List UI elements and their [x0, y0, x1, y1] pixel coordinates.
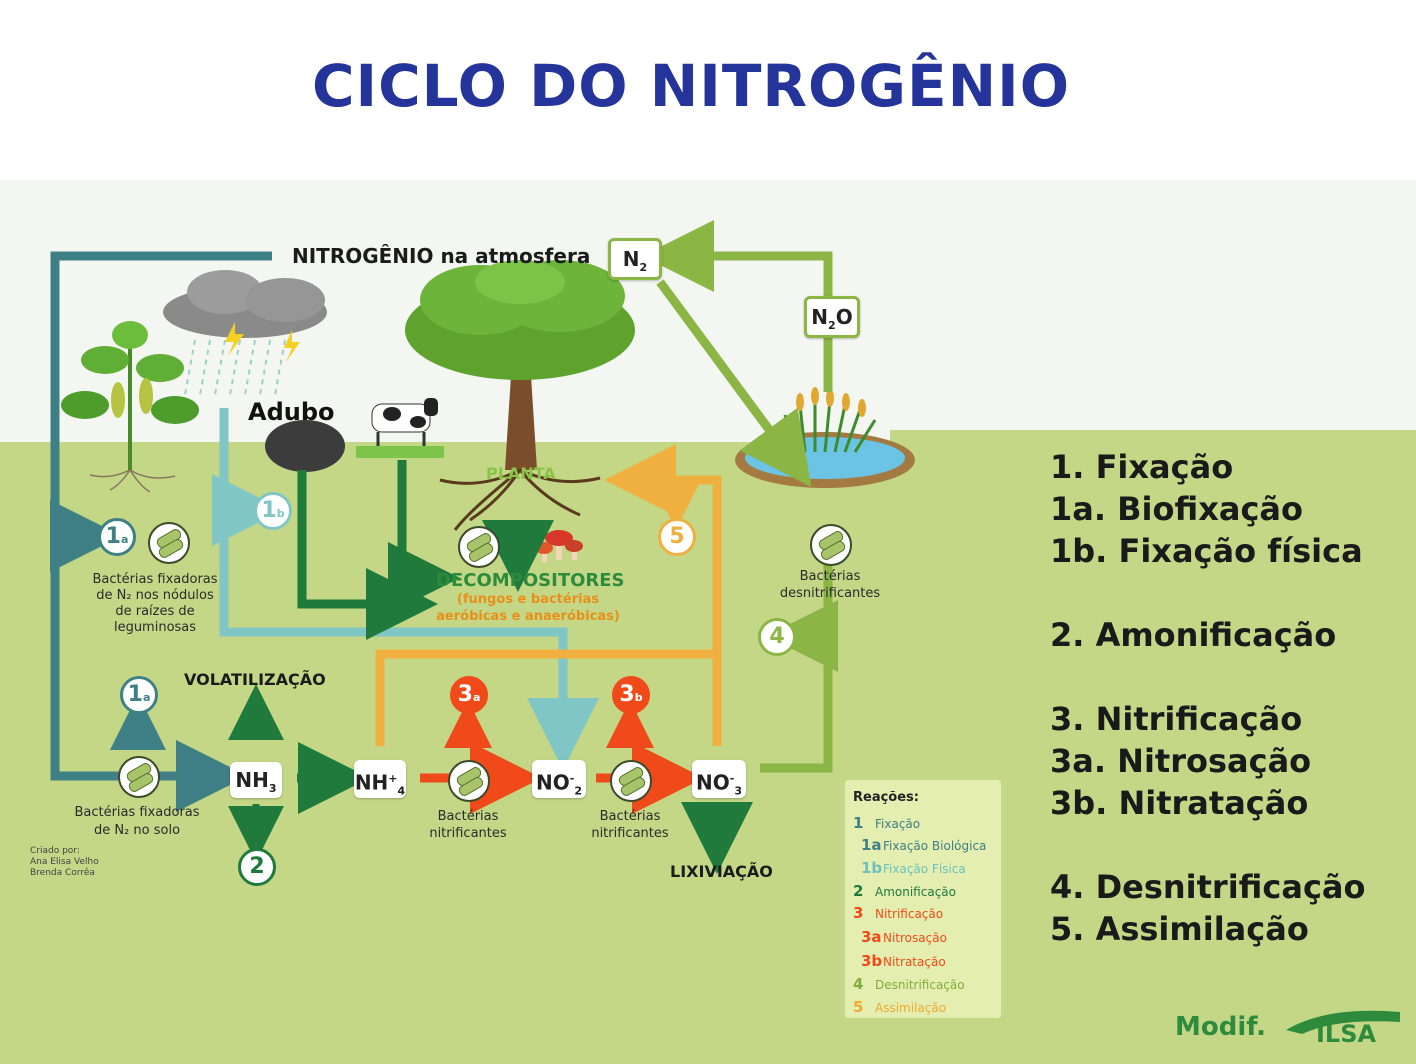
reaction-row: 3 Nitrificação: [853, 904, 943, 922]
reaction-number: 3: [853, 904, 864, 922]
decompositores-label: DECOMPOSITORES: [436, 570, 625, 591]
legend-item-1: 1. Fixação: [1050, 448, 1234, 486]
reaction-text: Fixação Biológica: [883, 839, 987, 853]
reaction-number: 1b: [861, 859, 883, 877]
legend-item-1b: 1b. Fixação física: [1050, 532, 1363, 570]
legend-item-5: 5. Assimilação: [1050, 910, 1309, 948]
reaction-text: Assimilação: [875, 1001, 947, 1015]
nh3-box: NH3: [230, 762, 282, 798]
reaction-number: 2: [853, 882, 864, 900]
marker-4: 4: [758, 618, 796, 656]
cow-icon: [371, 398, 438, 448]
legend-item-1a: 1a. Biofixação: [1050, 490, 1303, 528]
marker-1a-solo: 1a: [120, 676, 158, 714]
legume-plant-icon: [61, 321, 199, 493]
reactions-title: Reações:: [853, 790, 919, 805]
n2-box: N2: [608, 238, 662, 280]
legend-item-2: 2. Amonificação: [1050, 616, 1337, 654]
nh4-box: NH+4: [354, 760, 406, 798]
adubo-label: Adubo: [248, 398, 335, 426]
reaction-row: 5 Assimilação: [853, 998, 946, 1016]
marker-5: 5: [658, 518, 696, 556]
marker-3b: 3b: [612, 676, 650, 714]
marker-1b: 1b: [254, 492, 292, 530]
planta-label: PLANTA: [486, 464, 556, 483]
fertilizer-icon: [265, 420, 345, 472]
legend-item-4: 4. Desnitrificação: [1050, 868, 1366, 906]
volatilizacao-label: VOLATILIZAÇÃO: [184, 670, 326, 689]
reaction-number: 5: [853, 998, 864, 1016]
marker-2: 2: [238, 848, 276, 886]
bacteria-icon: [458, 526, 500, 568]
marker-3a: 3a: [450, 676, 488, 714]
reaction-row: 4 Desnitrificação: [853, 975, 965, 993]
reaction-text: Nitrificação: [875, 907, 944, 921]
reaction-row: 2 Amonificação: [853, 882, 956, 900]
reaction-row: 1bFixação Física: [861, 859, 966, 877]
tree-icon: [405, 260, 635, 531]
ilsa-logo: ILSA: [1286, 1010, 1400, 1048]
no3-box: NO-3: [692, 760, 746, 798]
bacteria-icon: [148, 522, 190, 564]
reaction-number: 3a: [861, 928, 882, 946]
grass-patch: [356, 446, 444, 458]
reaction-number: 1: [853, 814, 864, 832]
denitrification-paths: [642, 220, 838, 773]
modif-label: Modif.: [1175, 1012, 1267, 1042]
legend-item-3b: 3b. Nitratação: [1050, 784, 1309, 822]
reaction-row: 3aNitrosação: [861, 928, 947, 946]
decompositores-sub2: aeróbicas e anaeróbicas): [436, 609, 620, 624]
legend-item-3a: 3a. Nitrosação: [1050, 742, 1312, 780]
reaction-row: 1 Fixação: [853, 814, 920, 832]
no2-box: NO-2: [532, 760, 586, 798]
process-list: 1. Fixação 1a. Biofixação 1b. Fixação fí…: [1050, 446, 1366, 950]
reaction-text: Fixação: [875, 817, 921, 831]
reaction-text: Nitratação: [883, 955, 946, 969]
reaction-text: Amonificação: [875, 885, 956, 899]
reaction-text: Fixação Física: [883, 862, 966, 876]
storm-cloud-icon: [163, 270, 327, 396]
marker-1a-nodulos: 1a: [98, 518, 136, 556]
reaction-text: Desnitrificação: [875, 978, 965, 992]
bacteria-icon: [610, 760, 652, 802]
bacteria-icon: [448, 760, 490, 802]
assimilation-paths: [375, 444, 722, 746]
atmosphere-label: NITROGÊNIO na atmosfera: [292, 244, 591, 268]
reaction-number: 4: [853, 975, 864, 993]
decompositores-sub1: (fungos e bactérias: [456, 592, 600, 607]
reaction-number: 3b: [861, 952, 883, 970]
page-title: CICLO DO NITROGÊNIO: [311, 52, 1071, 120]
bacteria-icon: [810, 524, 852, 566]
lixiviacao-label: LIXIVIAÇÃO: [670, 862, 773, 881]
ilsa-logo-text: ILSA: [1316, 1020, 1377, 1048]
n2o-box: N2O: [804, 296, 860, 338]
reaction-row: 3bNitratação: [861, 952, 946, 970]
ammonification-paths: [228, 460, 753, 874]
reaction-text: Nitrosação: [883, 931, 947, 945]
reaction-number: 1a: [861, 836, 882, 854]
reaction-row: 1aFixação Biológica: [861, 836, 986, 854]
bacteria-icon: [118, 756, 160, 798]
legend-item-3: 3. Nitrificação: [1050, 700, 1303, 738]
